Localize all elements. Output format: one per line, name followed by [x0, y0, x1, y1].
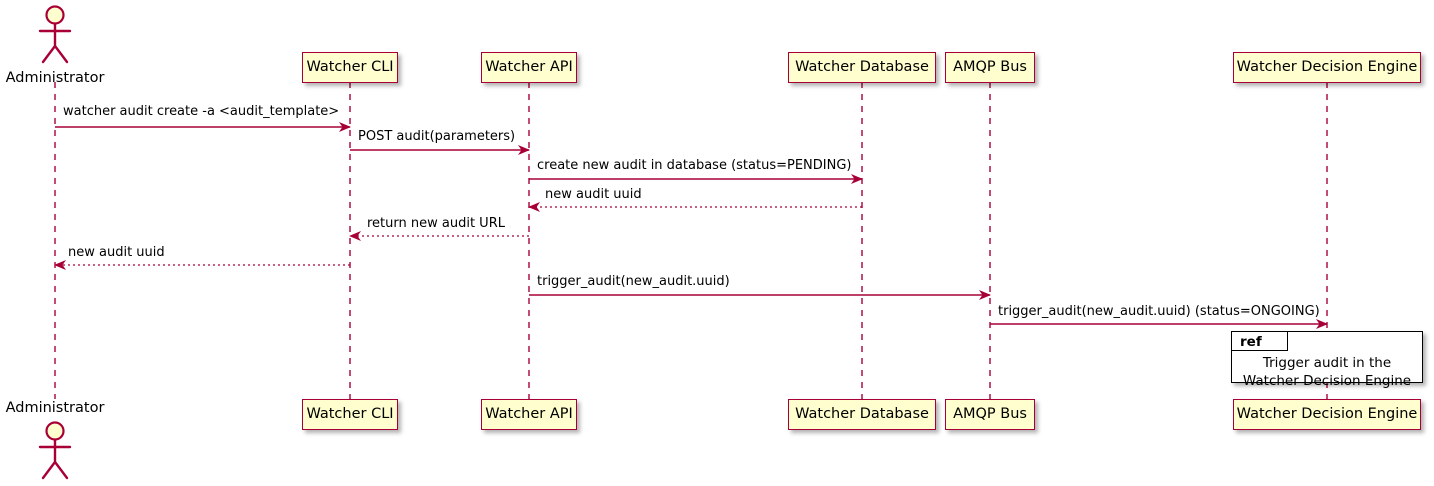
participant-label: Watcher Decision Engine: [1236, 406, 1418, 423]
participant-watcher-decision-engine-bottom[interactable]: Watcher Decision Engine: [1233, 399, 1421, 430]
participant-label: Watcher Database: [795, 406, 929, 423]
participant-label: Watcher API: [485, 406, 573, 423]
participant-watcher-decision-engine-top[interactable]: Watcher Decision Engine: [1233, 52, 1421, 83]
actor-body: [38, 22, 72, 64]
fragment-body-line: Watcher Decision Engine: [1242, 373, 1412, 390]
fragment-body-line: Trigger audit in the: [1262, 355, 1392, 371]
participant-watcher-cli-top[interactable]: Watcher CLI: [302, 52, 398, 83]
actor-figure-administrator-top[interactable]: [38, 5, 72, 64]
message-label-m7: trigger_audit(new_audit.uuid): [537, 274, 730, 289]
participant-label: Watcher CLI: [306, 59, 394, 76]
participant-watcher-database-top[interactable]: Watcher Database: [788, 52, 936, 83]
actor-figures-group: [38, 5, 72, 480]
fragment-tag-label: ref: [1232, 332, 1288, 351]
message-label-m4: new audit uuid: [545, 187, 642, 202]
message-label-m1: watcher audit create -a <audit_template>: [63, 104, 340, 119]
message-label-m5: return new audit URL: [367, 216, 505, 231]
participant-label: Watcher CLI: [306, 406, 394, 423]
lifelines-group: [54, 82, 1328, 399]
actor-body: [38, 438, 72, 480]
participant-label: AMQP Bus: [953, 406, 1027, 423]
participant-amqp-bus-top[interactable]: AMQP Bus: [945, 52, 1035, 83]
actor-head: [45, 5, 65, 25]
actor-head: [45, 421, 65, 441]
participant-watcher-cli-bottom[interactable]: Watcher CLI: [302, 399, 398, 430]
actor-figure-administrator-bottom[interactable]: [38, 421, 72, 480]
message-label-m2: POST audit(parameters): [358, 129, 516, 144]
participant-label: Watcher Decision Engine: [1236, 59, 1418, 76]
message-label-m8: trigger_audit(new_audit.uuid) (status=ON…: [998, 304, 1320, 319]
message-arrows-group: [54, 122, 1328, 329]
participant-amqp-bus-bottom[interactable]: AMQP Bus: [945, 399, 1035, 430]
participant-label: AMQP Bus: [953, 59, 1027, 76]
participant-watcher-api-bottom[interactable]: Watcher API: [481, 399, 577, 430]
participant-watcher-database-bottom[interactable]: Watcher Database: [788, 399, 936, 430]
actor-label-administrator-top: Administrator: [5, 70, 105, 86]
message-label-m3: create new audit in database (status=PEN…: [537, 158, 852, 173]
participant-label: Watcher API: [485, 59, 573, 76]
actor-label-administrator-bottom: Administrator: [5, 400, 105, 416]
message-label-m6: new audit uuid: [68, 245, 165, 260]
participant-watcher-api-top[interactable]: Watcher API: [481, 52, 577, 83]
participant-label: Watcher Database: [795, 59, 929, 76]
